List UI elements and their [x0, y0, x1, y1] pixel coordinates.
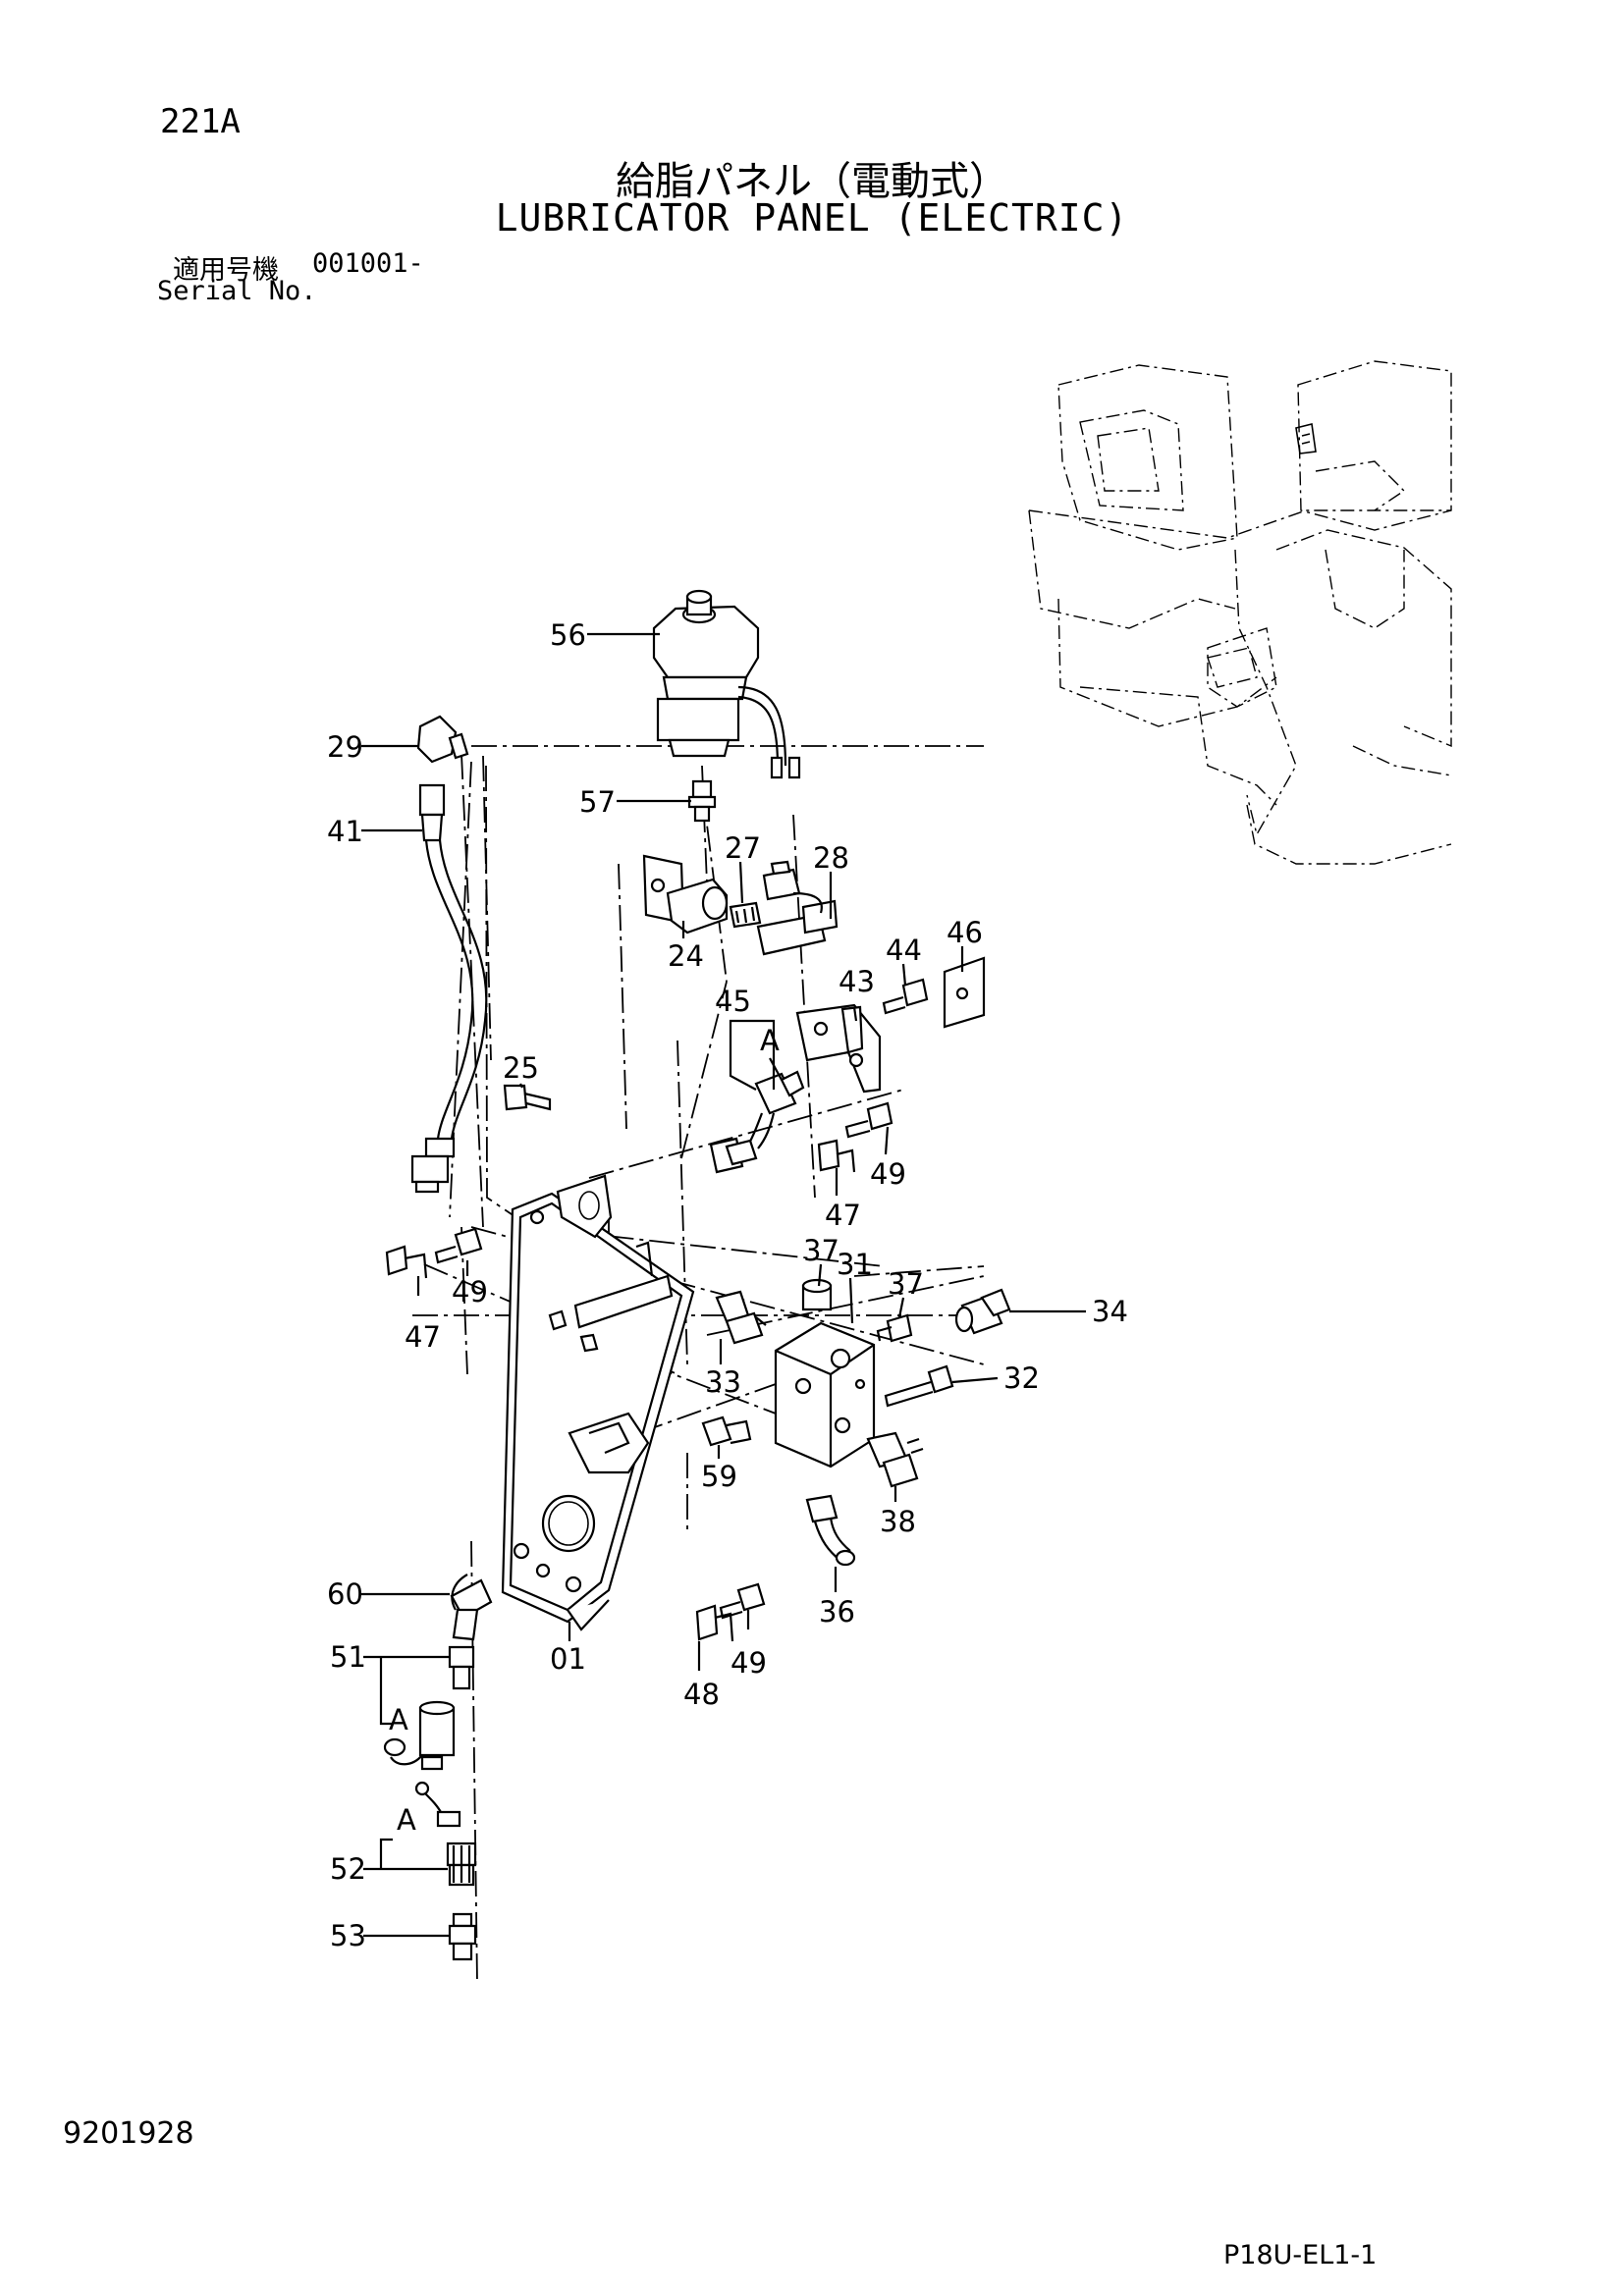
callout-51: 51: [330, 1640, 366, 1674]
callout-41: 41: [327, 815, 363, 848]
title-japanese: 給脂パネル（電動式）: [616, 159, 1008, 204]
assembly-center-lines: [412, 745, 985, 1984]
connector-27: [729, 901, 762, 929]
drawing-number: 9201928: [63, 2116, 194, 2151]
callout-52: 52: [330, 1852, 366, 1886]
bolt-49-left: [434, 1227, 483, 1264]
fitting-57: [687, 779, 717, 823]
callout-43: 43: [839, 965, 875, 998]
elbow-33: [715, 1290, 767, 1345]
hose-41: [410, 783, 488, 1194]
plug-37-right: [876, 1313, 913, 1343]
callout-37-left: 37: [803, 1234, 839, 1267]
nipple-53: [448, 1912, 477, 1961]
callout-28: 28: [813, 841, 849, 875]
callout-01: 01: [550, 1642, 586, 1676]
callout-labels: 56 29 57 41 27 28 24 44 46 45 43 A 25 49…: [327, 618, 1128, 1952]
dust-cap-A: [414, 1781, 461, 1828]
machine-location-inset: [1028, 360, 1452, 865]
screw-44: [882, 978, 929, 1015]
callout-44: 44: [886, 934, 922, 967]
callout-53: 53: [330, 1919, 366, 1952]
bracket-43: [795, 1003, 882, 1094]
sheet-reference: P18U-EL1-1: [1223, 2240, 1378, 2270]
fitting-59: [701, 1415, 752, 1447]
callout-25: 25: [503, 1051, 539, 1085]
callout-29: 29: [327, 730, 363, 764]
elbow-29: [416, 715, 469, 764]
plate-46: [943, 956, 986, 1029]
callout-24: 24: [668, 939, 704, 973]
callout-36: 36: [819, 1595, 855, 1629]
callout-38: 38: [880, 1505, 916, 1538]
pressure-switch-56: [652, 589, 801, 779]
harness-28: [756, 860, 839, 956]
sensor-bracket-24: [642, 854, 729, 934]
elbow-34: [954, 1288, 1011, 1335]
nipple-52: [446, 1842, 477, 1887]
elbow-38: [866, 1431, 924, 1488]
callout-33: 33: [705, 1365, 741, 1399]
page-code: 221A: [160, 102, 241, 141]
elbow-60: [450, 1574, 493, 1641]
coupler-51: [383, 1645, 475, 1771]
serial-label-english: Serial No.: [157, 276, 317, 306]
clip-47-upper: [817, 1139, 856, 1173]
callout-49-lower: 49: [731, 1646, 767, 1680]
title-english: LUBRICATOR PANEL (ELECTRIC): [495, 196, 1129, 240]
bolt-49-lower: [719, 1582, 766, 1620]
callout-57: 57: [579, 785, 616, 819]
serial-label-japanese: 適用号機: [173, 255, 279, 286]
callout-47-upper: 47: [825, 1199, 861, 1232]
clip-48: [695, 1604, 734, 1642]
callout-45: 45: [715, 985, 751, 1018]
toggle-switch-45: [709, 1070, 805, 1174]
bolt-32: [884, 1364, 954, 1408]
bolt-49-upper: [844, 1101, 893, 1139]
elbow-36: [805, 1494, 856, 1567]
panel-bracket-01: [501, 1174, 695, 1631]
callout-37-right: 37: [888, 1267, 924, 1301]
leader-lines: [361, 632, 1086, 1938]
callout-59: 59: [701, 1460, 737, 1493]
callout-A-cap: A: [397, 1803, 416, 1837]
callout-49-left: 49: [452, 1275, 488, 1308]
callout-A-coupler: A: [389, 1703, 408, 1736]
callout-48: 48: [683, 1678, 720, 1711]
callout-27: 27: [725, 831, 761, 865]
callout-46: 46: [947, 916, 983, 949]
callout-32: 32: [1003, 1362, 1040, 1395]
valve-block-31: [774, 1321, 876, 1468]
serial-number: 001001-: [312, 248, 424, 279]
clip-47-left: [385, 1245, 428, 1279]
plug-37-left: [801, 1278, 833, 1311]
callout-60: 60: [327, 1577, 363, 1611]
callout-56: 56: [550, 618, 586, 652]
callout-34: 34: [1092, 1295, 1128, 1328]
callout-49-upper: 49: [870, 1157, 906, 1191]
callout-47-left: 47: [405, 1320, 441, 1354]
bolt-25: [503, 1084, 552, 1111]
callout-A-switch: A: [760, 1024, 780, 1057]
callout-31: 31: [837, 1248, 873, 1281]
